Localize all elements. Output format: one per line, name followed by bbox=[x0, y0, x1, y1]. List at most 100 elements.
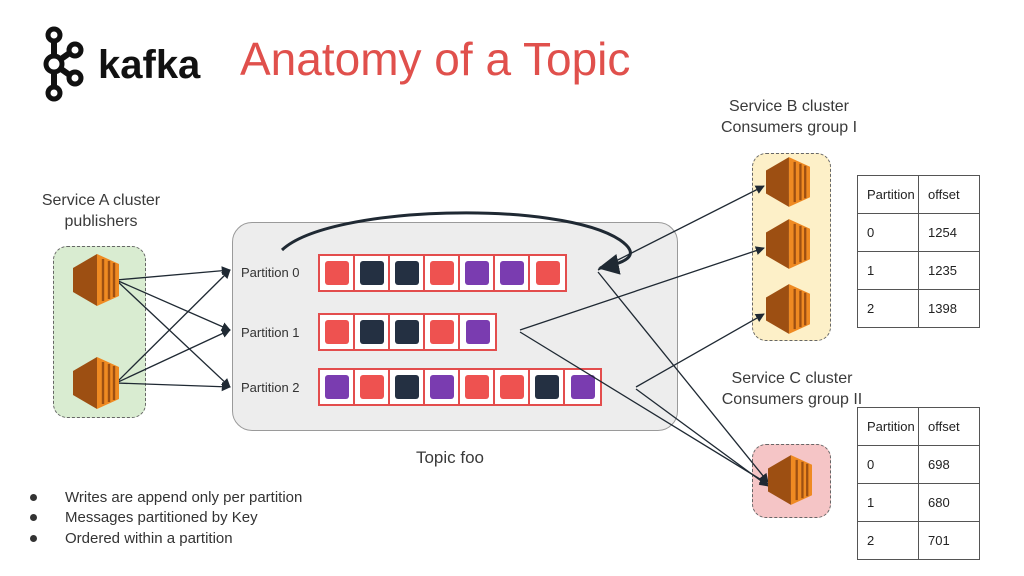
partition-1-slot-3 bbox=[425, 315, 460, 349]
arrow-p0-consumer-b1 bbox=[597, 185, 765, 271]
partition-2-slot-7 bbox=[565, 370, 600, 404]
message-block-red bbox=[324, 261, 349, 285]
message-block-red bbox=[499, 375, 524, 399]
table-cell: 2 bbox=[857, 289, 919, 328]
arrow-p1-consumer-b2 bbox=[519, 246, 765, 331]
message-block-red bbox=[359, 375, 384, 399]
table-row: 1 680 bbox=[857, 483, 980, 522]
message-block-red bbox=[464, 375, 489, 399]
table-cell: 701 bbox=[918, 521, 980, 560]
table-row: 0 1254 bbox=[857, 213, 980, 252]
arrow-p0-consumer-c bbox=[597, 271, 769, 483]
table-row: 1 1235 bbox=[857, 251, 980, 290]
service-a-title: Service A cluster publishers bbox=[18, 191, 184, 233]
append-arc-arrow bbox=[280, 211, 632, 275]
bullet-icon bbox=[30, 493, 37, 501]
partition-2-slot-3 bbox=[425, 370, 460, 404]
partition-2-slot-5 bbox=[495, 370, 530, 404]
service-b-title-line2: Consumers group I bbox=[720, 118, 858, 136]
service-a-title-line2: publishers bbox=[64, 212, 138, 230]
table-header-cell: Partition bbox=[857, 407, 919, 446]
partition-0-slot-2 bbox=[390, 256, 425, 290]
partition-2-slot-2 bbox=[390, 370, 425, 404]
table-header-cell: offset bbox=[918, 407, 980, 446]
message-block-navy bbox=[394, 320, 419, 344]
partition-0-slot-5 bbox=[495, 256, 530, 290]
message-block-navy bbox=[534, 375, 559, 399]
list-item: Writes are append only per partition bbox=[30, 487, 302, 508]
offset-table-service-c: Partition offset 0 698 1 680 2 701 bbox=[857, 407, 980, 560]
table-cell: 1254 bbox=[918, 213, 980, 252]
partition-0-slot-3 bbox=[425, 256, 460, 290]
arrow-pub1-p0 bbox=[115, 266, 231, 281]
partition-1-slot-1 bbox=[355, 315, 390, 349]
table-header-cell: offset bbox=[918, 175, 980, 214]
message-block-navy bbox=[359, 320, 384, 344]
consumer-c-instance-icon bbox=[768, 455, 812, 505]
arrow-pub2-p1 bbox=[115, 329, 231, 384]
publisher-instance-icon-1 bbox=[73, 254, 119, 306]
table-cell: 1235 bbox=[918, 251, 980, 290]
arrow-pub1-p2 bbox=[115, 279, 231, 388]
consumer-b-instance-icon-1 bbox=[766, 157, 810, 207]
service-c-title-line2: Consumers group II bbox=[721, 390, 863, 408]
table-cell: 1398 bbox=[918, 289, 980, 328]
list-item: Ordered within a partition bbox=[30, 528, 302, 549]
arrow-p1-consumer-c bbox=[519, 331, 769, 485]
message-block-purple bbox=[499, 261, 524, 285]
table-row: 0 698 bbox=[857, 445, 980, 484]
partition-2-slot-0 bbox=[320, 370, 355, 404]
partition-2-log bbox=[318, 368, 602, 406]
table-cell: 2 bbox=[857, 521, 919, 560]
partition-0-log bbox=[318, 254, 567, 292]
partition-2-slot-1 bbox=[355, 370, 390, 404]
service-a-title-line1: Service A cluster bbox=[41, 192, 161, 209]
message-block-purple bbox=[570, 375, 595, 399]
message-block-navy bbox=[394, 375, 419, 399]
message-block-navy bbox=[359, 261, 384, 285]
message-block-purple bbox=[464, 261, 489, 285]
message-block-red bbox=[535, 261, 560, 285]
message-block-red bbox=[429, 320, 454, 344]
offset-table-service-b: Partition offset 0 1254 1 1235 2 1398 bbox=[857, 175, 980, 328]
table-cell: 680 bbox=[918, 483, 980, 522]
table-row: Partition offset bbox=[857, 175, 980, 214]
partition-2-slot-6 bbox=[530, 370, 565, 404]
partition-0-slot-4 bbox=[460, 256, 495, 290]
partition-1-label: Partition 1 bbox=[241, 325, 300, 340]
list-item: Messages partitioned by Key bbox=[30, 508, 302, 529]
table-cell: 1 bbox=[857, 483, 919, 522]
message-block-red bbox=[324, 320, 349, 344]
table-row: Partition offset bbox=[857, 407, 980, 446]
partition-0-slot-1 bbox=[355, 256, 390, 290]
arrow-p2-consumer-b3 bbox=[635, 313, 765, 388]
message-block-navy bbox=[394, 261, 419, 285]
partition-1-log bbox=[318, 313, 497, 351]
publisher-instance-icon-2 bbox=[73, 357, 119, 409]
partition-0-slot-6 bbox=[530, 256, 565, 290]
partition-2-label: Partition 2 bbox=[241, 380, 300, 395]
consumer-b-instance-icon-2 bbox=[766, 219, 810, 269]
arrow-p2-consumer-c bbox=[635, 388, 769, 487]
kafka-logo-icon: kafka bbox=[43, 26, 201, 102]
partition-2-slot-4 bbox=[460, 370, 495, 404]
table-cell: 1 bbox=[857, 251, 919, 290]
consumer-b-instance-icon-3 bbox=[766, 284, 810, 334]
message-block-purple bbox=[465, 320, 490, 344]
arrow-pub2-p2 bbox=[115, 382, 231, 392]
topic-name: Topic foo bbox=[415, 448, 485, 467]
message-block-purple bbox=[324, 375, 349, 399]
notes-list: Writes are append only per partition Mes… bbox=[30, 487, 302, 549]
service-c-title: Service C cluster Consumers group II bbox=[708, 369, 876, 411]
note-text: Ordered within a partition bbox=[65, 529, 233, 547]
partition-1-slot-4 bbox=[460, 315, 495, 349]
table-header-cell: Partition bbox=[857, 175, 919, 214]
partition-0-label: Partition 0 bbox=[241, 265, 300, 280]
service-b-title: Service B cluster Consumers group I bbox=[705, 97, 873, 139]
arrow-pub2-p0 bbox=[115, 269, 231, 384]
service-c-title-line1: Service C cluster bbox=[731, 370, 853, 387]
bullet-icon bbox=[30, 534, 37, 542]
table-cell: 0 bbox=[857, 445, 919, 484]
table-row: 2 701 bbox=[857, 521, 980, 560]
